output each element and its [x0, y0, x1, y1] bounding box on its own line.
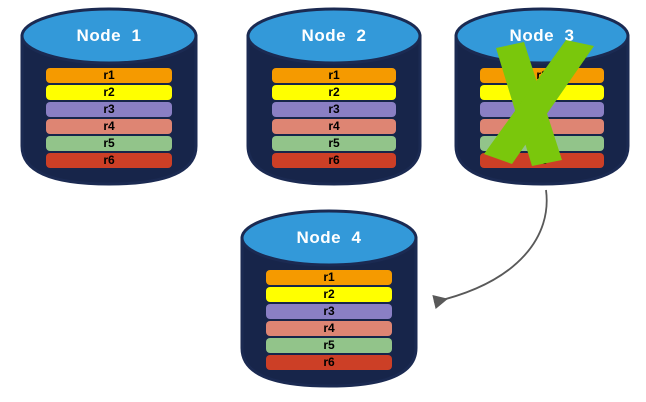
row-r2[interactable]: r2 — [46, 85, 172, 100]
row-r4[interactable]: r4 — [266, 321, 392, 336]
row-r4[interactable]: r4 — [46, 119, 172, 134]
row-r6[interactable]: r6 — [266, 355, 392, 370]
row-r4[interactable]: r4 — [480, 119, 604, 134]
row-r4[interactable]: r4 — [272, 119, 396, 134]
node-4-rows: r1 r2 r3 r4 r5 r6 — [240, 270, 418, 370]
row-r6[interactable]: r6 — [46, 153, 172, 168]
row-r2[interactable]: r2 — [272, 85, 396, 100]
row-r2[interactable]: r2 — [480, 85, 604, 100]
row-r2[interactable]: r2 — [266, 287, 392, 302]
node-4[interactable]: Node 4 r1 r2 r3 r4 r5 r6 — [240, 208, 418, 388]
row-r6[interactable]: r6 — [480, 153, 604, 168]
row-r3[interactable]: r3 — [272, 102, 396, 117]
row-r5[interactable]: r5 — [272, 136, 396, 151]
row-r1[interactable]: r1 — [480, 68, 604, 83]
node-1[interactable]: Node 1 r1 r2 r3 r4 r5 r6 — [20, 6, 198, 186]
row-r1[interactable]: r1 — [272, 68, 396, 83]
node-2-rows: r1 r2 r3 r4 r5 r6 — [246, 68, 422, 168]
row-r3[interactable]: r3 — [266, 304, 392, 319]
row-r3[interactable]: r3 — [480, 102, 604, 117]
node-2[interactable]: Node 2 r1 r2 r3 r4 r5 r6 — [246, 6, 422, 186]
node-3-rows: r1 r2 r3 r4 r5 r6 — [454, 68, 630, 168]
row-r5[interactable]: r5 — [480, 136, 604, 151]
node-3[interactable]: Node 3 r1 r2 r3 r4 r5 r6 — [454, 6, 630, 186]
row-r5[interactable]: r5 — [266, 338, 392, 353]
row-r6[interactable]: r6 — [272, 153, 396, 168]
row-r5[interactable]: r5 — [46, 136, 172, 151]
row-r3[interactable]: r3 — [46, 102, 172, 117]
row-r1[interactable]: r1 — [266, 270, 392, 285]
node-1-rows: r1 r2 r3 r4 r5 r6 — [20, 68, 198, 168]
row-r1[interactable]: r1 — [46, 68, 172, 83]
